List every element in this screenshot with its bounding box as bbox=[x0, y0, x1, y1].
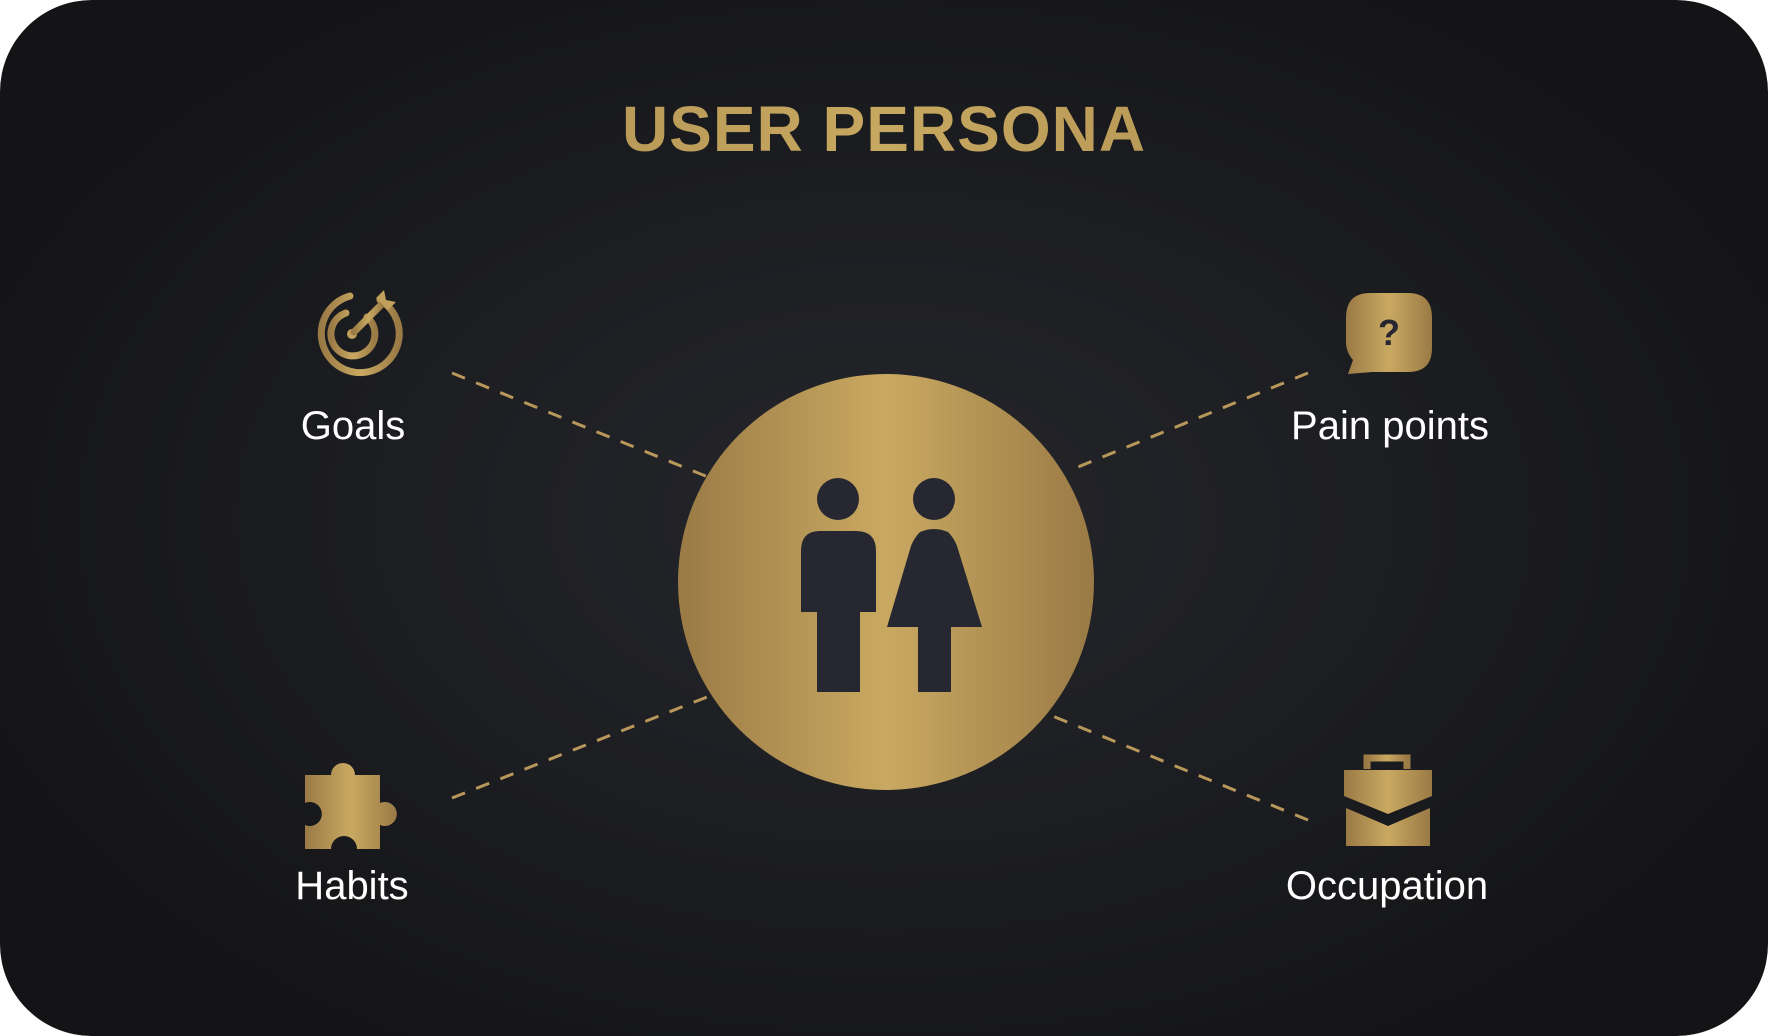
goals-label: Goals bbox=[300, 404, 406, 448]
connector-occupation bbox=[1049, 713, 1309, 822]
page-title: USER PERSONA bbox=[0, 92, 1768, 166]
svg-text:?: ? bbox=[1378, 312, 1400, 353]
pain-points-label: Pain points bbox=[1291, 404, 1489, 448]
people-icon bbox=[801, 478, 982, 692]
question-bubble-icon: ? bbox=[1346, 293, 1432, 374]
puzzle-icon bbox=[305, 763, 397, 849]
occupation-label: Occupation bbox=[1285, 864, 1489, 908]
connector-pain-points bbox=[1077, 371, 1309, 469]
target-icon bbox=[317, 290, 403, 377]
briefcase-icon bbox=[1344, 754, 1432, 846]
habits-label: Habits bbox=[295, 864, 409, 908]
connector-goals bbox=[451, 371, 709, 479]
connector-habits bbox=[451, 693, 713, 800]
persona-circle bbox=[678, 374, 1094, 790]
